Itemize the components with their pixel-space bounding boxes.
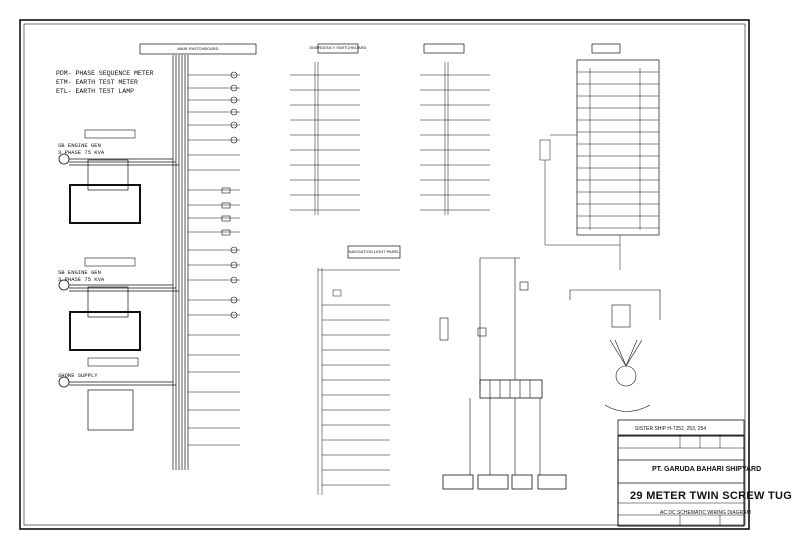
generator-2-rating: 3 PHASE 75 KVA <box>58 276 105 283</box>
emergency-switchboard-title: EMERGENCY SWITCHBOARD <box>309 45 367 50</box>
emergency-header-box <box>317 43 359 54</box>
dc-distribution-panel <box>539 59 660 270</box>
title-block <box>617 419 745 527</box>
shipyard-name: PT. GARUDA BAHARI SHIPYARD <box>652 466 762 473</box>
feeder-loads-main <box>221 71 238 319</box>
generator-block-2 <box>58 257 179 351</box>
navigation-light-feeders <box>420 62 490 215</box>
nav-panel-circuits <box>317 268 400 495</box>
nav-header-box <box>423 43 465 54</box>
battery-charger-section <box>439 257 567 490</box>
drawing-title: AC DC SCHEMATIC WIRING DIAGRAM <box>660 510 751 516</box>
generator-block-1 <box>58 129 179 224</box>
sister-ship-note: SISTER SHIP H-7252, 253, 254 <box>635 426 707 432</box>
legend-item: PDM- PHASE SEQUENCE METER <box>56 70 154 77</box>
emergency-switchboard-feeders <box>290 62 360 215</box>
generator-1-rating: 3 PHASE 75 KVA <box>58 149 105 156</box>
right-panel-header-box <box>591 43 621 54</box>
nav-panel-header-box <box>347 245 401 259</box>
drawing-border-outer <box>19 19 750 530</box>
generator-block-3 <box>58 357 176 431</box>
navigation-panel-title: NAVIGATION LIGHT PANEL <box>348 249 400 254</box>
generator-1-name: SB ENGINE GEN <box>58 142 101 149</box>
generator-3-name: SHORE SUPPLY <box>58 372 98 379</box>
shore-connection-unit <box>569 289 661 412</box>
legend-item: ETM- EARTH TEST METER <box>56 79 138 86</box>
vessel-title: 29 METER TWIN SCREW TUG <box>630 490 792 502</box>
drawing-border-inner <box>23 23 746 526</box>
main-busbar <box>172 55 189 470</box>
generator-2-name: SB ENGINE GEN <box>58 269 101 276</box>
schematic-sheet <box>19 19 750 530</box>
legend-item: ETL- EARTH TEST LAMP <box>56 88 135 95</box>
main-switchboard-title: MAIN SWITCHBOARD <box>177 46 219 51</box>
main-switchboard-header-box <box>139 43 257 55</box>
feeder-lines-main <box>188 74 240 446</box>
